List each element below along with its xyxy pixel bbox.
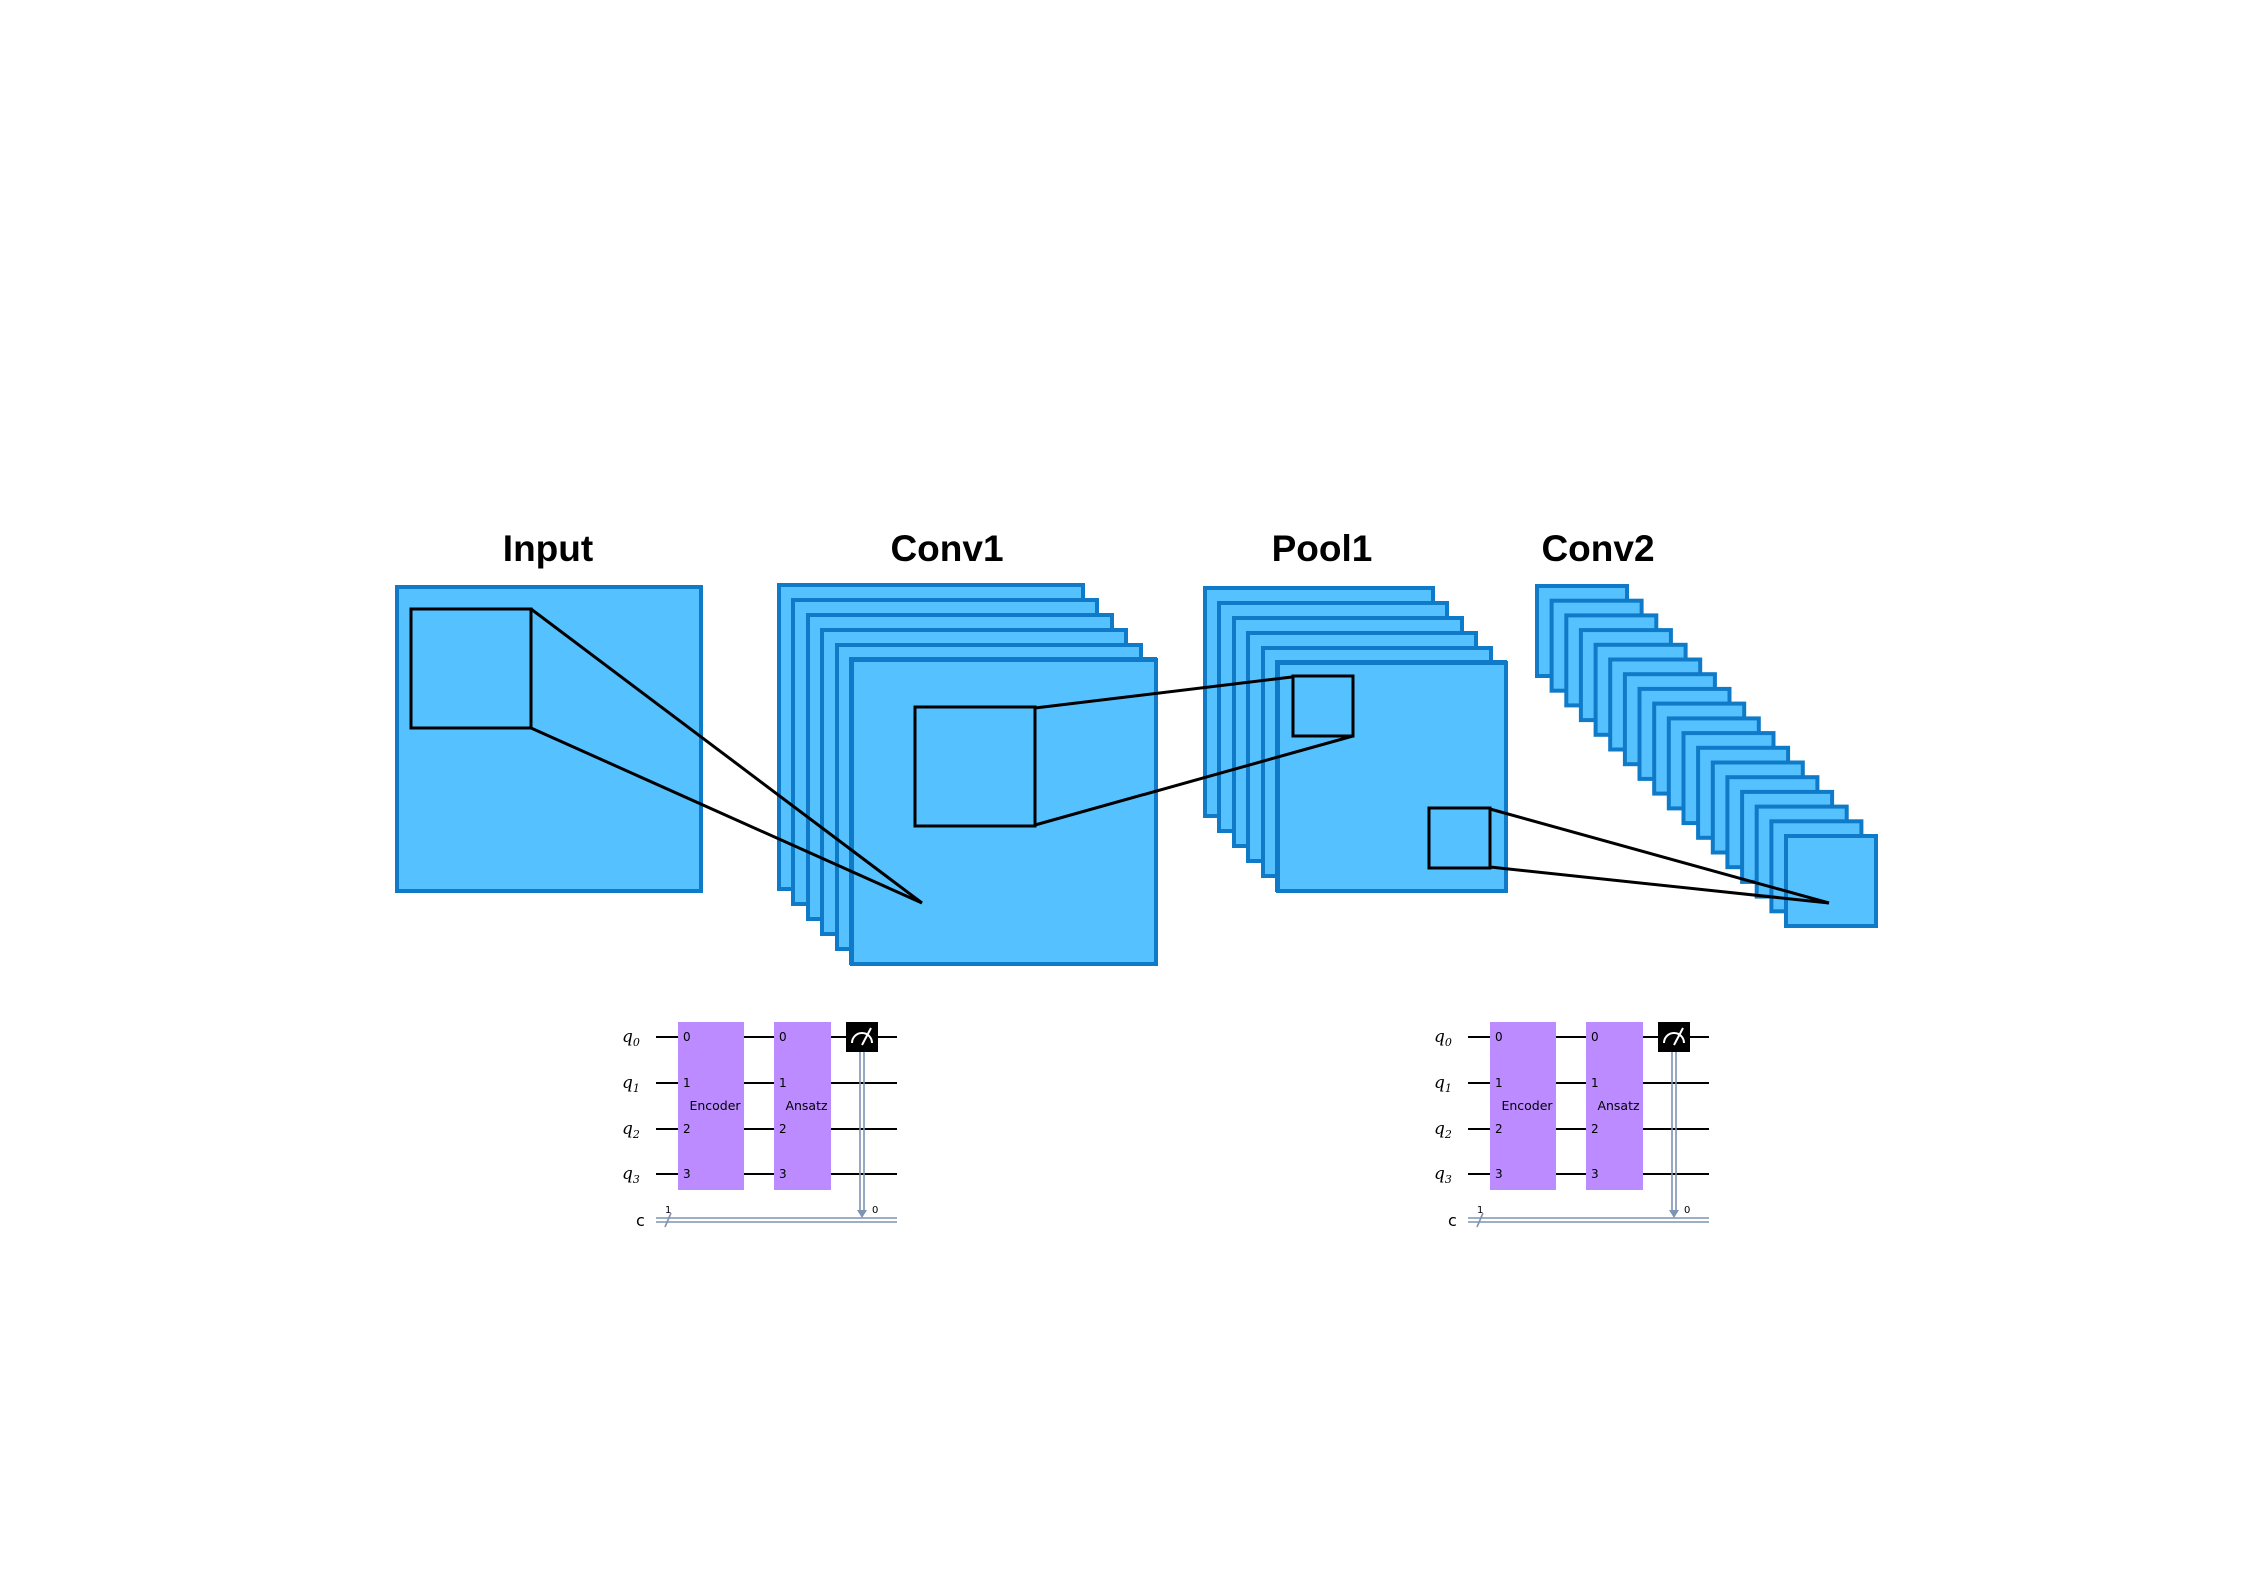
layer-title-conv2: Conv2 [1541,528,1654,569]
measure-meter-icon [1658,1022,1690,1052]
gate-pin-label: 0 [1591,1030,1599,1044]
gate-pin-label: 1 [779,1076,787,1090]
gate-pin-label: 1 [1591,1076,1599,1090]
conv1-layer [777,583,1158,966]
qubit-label-name: q [1434,1073,1445,1093]
gate-pin-label: 1 [1495,1076,1503,1090]
qubit-label: q2 [1434,1119,1452,1141]
layer-title-pool1: Pool1 [1272,528,1373,569]
gate-label: Encoder [689,1098,741,1113]
projection-line [1034,734,1354,827]
gate-pin-label: 2 [1591,1122,1599,1136]
classical-register-width: 1 [1477,1205,1483,1216]
gate-label: Encoder [1501,1098,1553,1113]
measurement-arrow-icon [857,1210,867,1218]
gate-pin-label: 3 [1495,1167,1503,1181]
conv1-feature-map [850,658,1158,966]
input-feature-map [395,585,703,893]
qubit-label-index: 0 [1445,1036,1452,1049]
qubit-label-name: q [622,1027,633,1047]
qubit-label-index: 1 [633,1082,640,1095]
qubit-label: q0 [1434,1027,1452,1049]
measure-meter-icon [846,1022,878,1052]
pool1-feature-map [1276,661,1508,893]
classical-register-label: c [636,1211,645,1230]
gate-label: Ansatz [1597,1098,1640,1113]
projection-line [1034,675,1293,710]
gate-ansatz [774,1022,831,1190]
gate-ansatz [1586,1022,1643,1190]
gate-pin-label: 3 [779,1167,787,1181]
qubit-label-index: 1 [1445,1082,1452,1095]
qubit-label: q1 [1434,1073,1452,1095]
projection-line [530,726,923,905]
qubit-label-index: 3 [633,1173,640,1186]
qubit-label-name: q [622,1073,633,1093]
layer-title-input: Input [503,528,593,569]
qubit-label: q2 [622,1119,640,1141]
classical-register-slash [664,1212,672,1228]
gate-encoder [678,1022,744,1190]
gate-pin-label: 1 [683,1076,691,1090]
classical-register-slash [1476,1212,1484,1228]
gate-pin-label: 0 [1495,1030,1503,1044]
gate-pin-label: 2 [1495,1122,1503,1136]
gate-pin-label: 0 [683,1030,691,1044]
qubit-label: q3 [1434,1164,1452,1186]
gate-pin-label: 2 [683,1122,691,1136]
gate-encoder [1490,1022,1556,1190]
receptive-field-projections [530,607,1830,905]
conv2-feature-map [1784,834,1878,928]
classical-register-width: 1 [665,1205,671,1216]
gate-pin-label: 2 [779,1122,787,1136]
qubit-label-name: q [1434,1027,1445,1047]
projection-line [1489,865,1830,905]
pool1-layer [1203,586,1508,893]
qubit-label-index: 2 [1444,1128,1452,1141]
qubit-label-index: 0 [633,1036,640,1049]
qubit-label-index: 2 [632,1128,640,1141]
pool1-kernel-window [1427,806,1492,870]
gate-pin-label: 0 [779,1030,787,1044]
classical-bit-index: 0 [872,1205,878,1216]
projection-line [530,607,923,905]
gate-label: Ansatz [785,1098,828,1113]
gate-pin-label: 3 [1591,1167,1599,1181]
qubit-label: q1 [622,1073,640,1095]
gate-pin-label: 3 [683,1167,691,1181]
measurement-arrow-icon [1669,1210,1679,1218]
qubit-label-name: q [1434,1119,1445,1139]
qubit-label-index: 3 [1445,1173,1452,1186]
conv2-layer [1535,584,1878,928]
input-kernel-window [409,607,533,730]
classical-register-label: c [1448,1211,1457,1230]
qubit-label-name: q [622,1119,633,1139]
layer-title-conv1: Conv1 [890,528,1003,569]
qubit-label: q3 [622,1164,640,1186]
qubit-label-name: q [1434,1164,1445,1184]
classical-bit-index: 0 [1684,1205,1690,1216]
pool1-pooling-window [1291,674,1355,738]
qubit-label: q0 [622,1027,640,1049]
conv1-kernel-window [913,705,1037,828]
qubit-label-name: q [622,1164,633,1184]
input-layer [395,585,703,893]
projection-line [1489,807,1830,905]
